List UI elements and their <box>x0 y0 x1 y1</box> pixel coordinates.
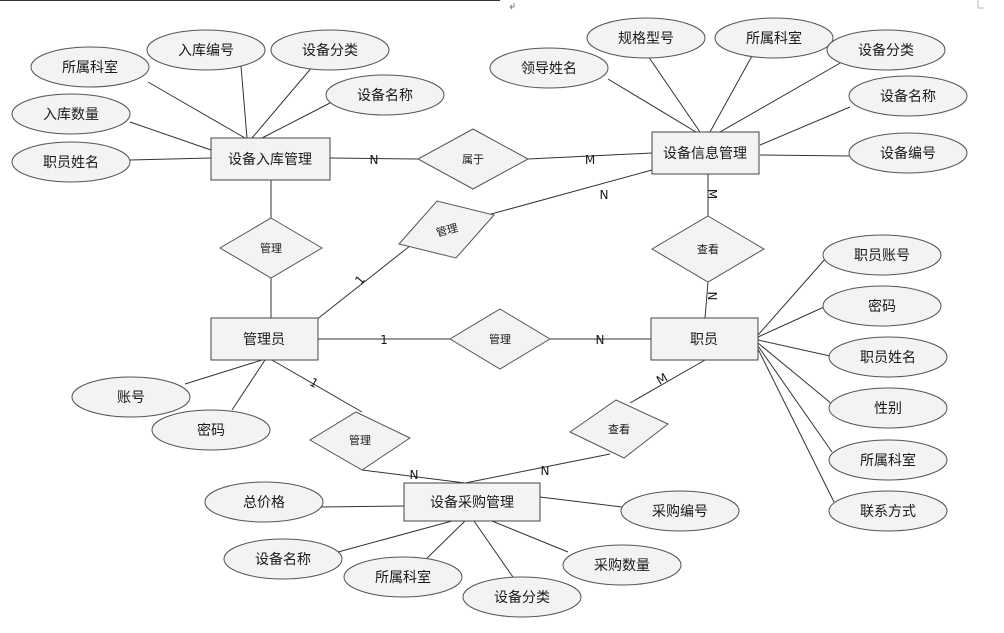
attr-label: 所属科室 <box>860 452 916 469</box>
cardinality-label: N <box>370 153 379 167</box>
entity-label: 职员 <box>690 332 718 348</box>
rel-label: 管理 <box>349 433 371 447</box>
cardinality-label: 1 <box>307 375 321 391</box>
attr-label: 所属科室 <box>746 30 802 47</box>
cardinality-label: N <box>410 468 419 482</box>
cardinality-label: N <box>600 188 609 202</box>
attr-zy-职员姓名: 职员姓名 <box>828 336 948 378</box>
attr-label: 性别 <box>874 401 902 417</box>
attr-label: 设备分类 <box>858 42 914 59</box>
attr-gly-密码: 密码 <box>151 409 271 451</box>
attr-label: 联系方式 <box>860 504 916 520</box>
rel-label: 查看 <box>697 242 719 256</box>
rel-label: 管理 <box>260 241 282 255</box>
rel-label: 查看 <box>608 422 630 436</box>
attr-label: 职员姓名 <box>860 350 916 366</box>
rel-查看-cg-zy: 查看 <box>569 399 669 459</box>
rel-管理-rk-gly: 管理 <box>219 217 323 279</box>
attr-label: 职员姓名 <box>43 155 99 171</box>
rel-属于: 属于 <box>416 128 530 190</box>
entity-设备信息管理: 设备信息管理 <box>651 131 760 175</box>
relationship-diamonds: 属于 管理 管理 查看 管理 管理 查看 <box>219 128 765 471</box>
connector-lines <box>129 55 851 581</box>
attr-cg-设备分类: 设备分类 <box>462 576 582 618</box>
attr-cg-采购数量: 采购数量 <box>562 544 682 586</box>
attr-label: 入库数量 <box>43 107 99 123</box>
attr-label: 所属科室 <box>375 569 431 586</box>
rel-label: 属于 <box>462 153 484 166</box>
entity-label: 设备采购管理 <box>430 494 514 511</box>
attr-xx-设备编号: 设备编号 <box>848 132 968 174</box>
attr-xx-设备分类: 设备分类 <box>826 29 946 71</box>
attr-cg-总价格: 总价格 <box>204 481 324 523</box>
attr-label: 密码 <box>197 422 225 439</box>
cardinality-label: M <box>585 153 595 167</box>
attr-zy-职员账号: 职员账号 <box>822 234 942 276</box>
attr-gly-账号: 账号 <box>71 376 191 418</box>
attr-xx-所属科室: 所属科室 <box>714 17 834 59</box>
attr-label: 职员账号 <box>854 248 910 264</box>
attr-label: 领导姓名 <box>521 61 577 77</box>
attr-rk-入库数量: 入库数量 <box>11 93 131 135</box>
attr-cg-所属科室: 所属科室 <box>343 556 463 598</box>
attribute-ellipses: 所属科室 入库编号 设备分类 设备名称 入库数量 职员姓名 规格型号 所属科 <box>11 17 968 618</box>
attr-label: 采购编号 <box>652 504 708 520</box>
rel-label: 管理 <box>489 332 511 346</box>
attr-label: 设备名称 <box>880 88 936 105</box>
attr-rk-设备名称: 设备名称 <box>325 74 445 116</box>
cardinality-label: M <box>705 189 719 199</box>
attr-label: 设备名称 <box>255 551 311 568</box>
entity-boxes: 设备入库管理 设备信息管理 管理员 职员 设备采购管理 <box>210 131 760 522</box>
page-edge-marks <box>0 0 984 10</box>
entity-label: 管理员 <box>243 332 285 348</box>
cardinality-label: N <box>541 464 550 478</box>
attr-label: 入库编号 <box>178 43 234 59</box>
entity-设备入库管理: 设备入库管理 <box>210 137 331 181</box>
attr-rk-职员姓名: 职员姓名 <box>11 141 131 183</box>
entity-label: 设备信息管理 <box>663 145 747 162</box>
attr-zy-所属科室: 所属科室 <box>828 439 948 481</box>
rel-管理-gly-cg: 管理 <box>309 411 412 471</box>
attr-label: 设备分类 <box>494 589 550 606</box>
rel-查看-xx-zy: 查看 <box>651 215 765 283</box>
attr-label: 设备名称 <box>357 87 413 104</box>
attr-xx-设备名称: 设备名称 <box>848 75 968 117</box>
attr-label: 账号 <box>117 390 145 406</box>
attr-label: 所属科室 <box>62 59 118 76</box>
attr-label: 总价格 <box>243 495 285 511</box>
rel-管理-gly-zy: 管理 <box>449 308 551 370</box>
attr-label: 密码 <box>868 298 896 315</box>
attr-label: 规格型号 <box>618 31 674 47</box>
attr-label: 采购数量 <box>594 558 650 574</box>
rel-管理-gly-xx: 管理 <box>398 200 495 259</box>
cardinality-label: 1 <box>380 333 388 347</box>
attr-label: 设备分类 <box>302 42 358 59</box>
rel-label: 管理 <box>435 220 460 239</box>
attr-zy-性别: 性别 <box>828 387 948 429</box>
cardinality-label: 1 <box>352 273 368 288</box>
attr-zy-密码: 密码 <box>822 285 942 327</box>
attr-cg-设备名称: 设备名称 <box>223 538 343 580</box>
entity-label: 设备入库管理 <box>228 151 312 168</box>
attr-rk-入库编号: 入库编号 <box>146 29 266 71</box>
attr-rk-设备分类: 设备分类 <box>270 29 390 71</box>
attr-cg-采购编号: 采购编号 <box>620 490 740 532</box>
cardinality-label: M <box>654 370 670 387</box>
attr-zy-联系方式: 联系方式 <box>828 490 948 532</box>
cardinality-label: N <box>705 292 719 301</box>
cardinality-labels: N M N 1 M N 1 N 1 N M N <box>307 153 719 482</box>
attr-label: 设备编号 <box>880 145 936 162</box>
cardinality-label: N <box>596 333 605 347</box>
attr-xx-领导姓名: 领导姓名 <box>489 47 609 89</box>
entity-职员: 职员 <box>650 317 759 361</box>
attr-rk-所属科室: 所属科室 <box>30 46 150 88</box>
entity-管理员: 管理员 <box>210 317 319 361</box>
attr-xx-规格型号: 规格型号 <box>586 17 706 59</box>
entity-设备采购管理: 设备采购管理 <box>403 482 541 522</box>
